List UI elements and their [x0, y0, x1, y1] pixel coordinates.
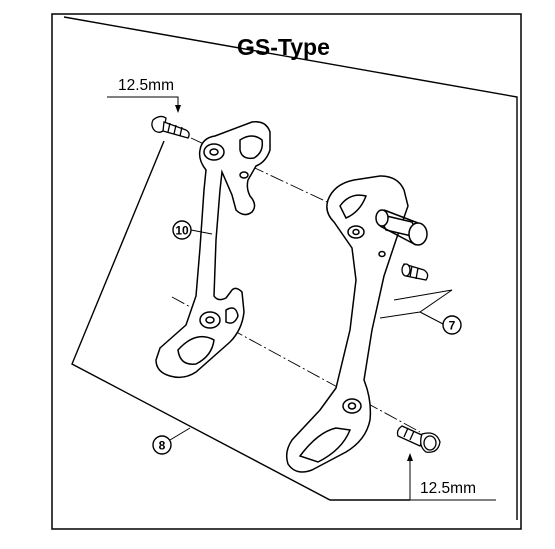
- reference-plane-outline: [63, 16, 518, 520]
- dimension-label-bottom: 12.5mm: [420, 480, 476, 497]
- callout-plate-assembly: 8: [152, 427, 191, 455]
- callout-inner-plate: 10: [172, 220, 213, 240]
- reference-plane-bottom: [71, 140, 410, 501]
- bottom-mounting-bolt: [396, 425, 441, 453]
- pivot-cylinder: [375, 209, 428, 246]
- top-mounting-bolt: [151, 115, 190, 139]
- small-pivot-bolt: [401, 263, 429, 281]
- callout-outer-part: 7: [419, 311, 462, 335]
- diagram-frame: [51, 13, 522, 530]
- callout-number-8: 8: [159, 439, 166, 453]
- callout-number-10: 10: [175, 224, 189, 238]
- callout-7-plane: [379, 289, 453, 319]
- outer-plate: [285, 175, 409, 473]
- top-bolt-dimension: 12.5mm: [107, 77, 181, 113]
- bottom-bolt-dimension: 12.5mm: [407, 453, 496, 501]
- callout-number-7: 7: [449, 319, 456, 333]
- inner-plate: [155, 120, 271, 379]
- dimension-label-top: 12.5mm: [118, 77, 174, 94]
